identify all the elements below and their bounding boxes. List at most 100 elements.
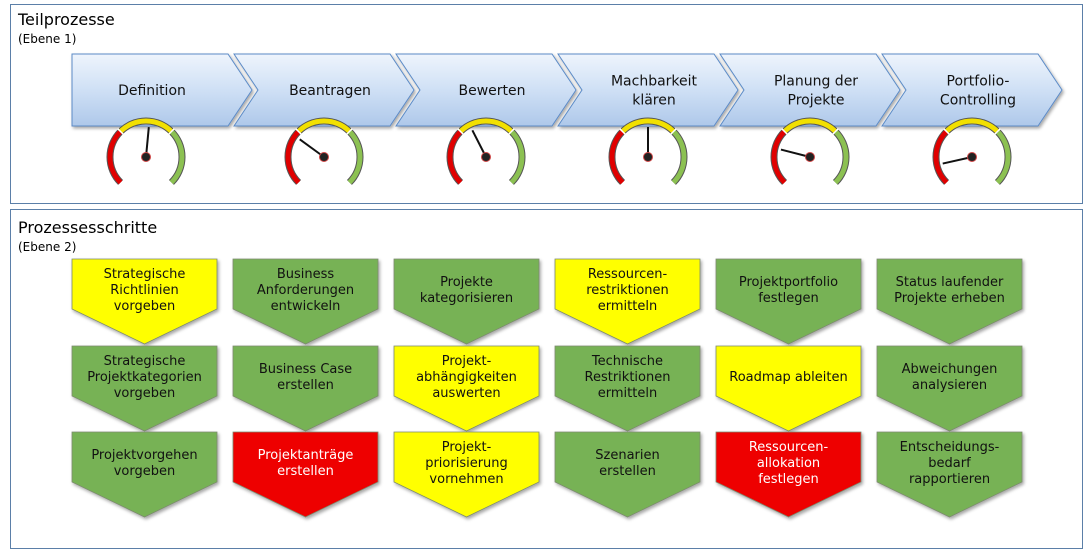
gauge-tick xyxy=(832,128,839,135)
step-shape xyxy=(715,345,862,432)
chevron-shape xyxy=(395,53,577,127)
step-label: Roadmap ableiten xyxy=(729,370,847,385)
gauge-tick xyxy=(781,128,788,135)
step-shape xyxy=(715,258,862,345)
phase-label: Planung der xyxy=(774,74,858,90)
step-label: Projekt- xyxy=(442,354,492,369)
step-label: ermitteln xyxy=(598,386,657,401)
gauge-tick xyxy=(295,128,302,135)
phase-chevron: Beantragen xyxy=(233,53,415,127)
step-label: analysieren xyxy=(912,378,987,393)
step-shape xyxy=(393,345,540,432)
step-shape xyxy=(393,258,540,345)
gauge-segment xyxy=(771,129,787,185)
step-label: restriktionen xyxy=(586,283,669,298)
step-label: vorgeben xyxy=(114,464,176,479)
step-shape xyxy=(715,431,862,518)
step-label: Richtlinien xyxy=(110,283,178,298)
gauge-hub xyxy=(643,152,653,162)
phase-label: Definition xyxy=(118,83,186,99)
gauge-icon xyxy=(446,117,526,185)
step-shape xyxy=(232,345,379,432)
gauge-segment xyxy=(995,129,1011,185)
step-label: Status laufender xyxy=(896,275,1004,290)
gauge-segment xyxy=(782,118,838,134)
section-subtitle: (Ebene 2) xyxy=(18,240,77,254)
gauge-hub xyxy=(141,152,151,162)
step-label: Projekt- xyxy=(442,440,492,455)
step-label: entwickeln xyxy=(271,299,341,314)
gauge-segment xyxy=(509,129,525,185)
chevron-shape xyxy=(557,53,739,127)
step-label: priorisierung xyxy=(425,456,508,471)
gauge-icon xyxy=(608,117,688,185)
step-shape xyxy=(71,431,218,518)
step-label: allokation xyxy=(757,456,820,471)
step-shape xyxy=(71,258,218,345)
step-label: Abweichungen xyxy=(902,362,998,377)
phase-chevron: Bewerten xyxy=(395,53,577,127)
gauge-segment xyxy=(347,129,363,185)
gauge-tick xyxy=(670,128,677,135)
step-label: bedarf xyxy=(928,456,971,471)
gauge-segment xyxy=(118,118,174,134)
step-shape xyxy=(554,431,701,518)
step-label: Projektkategorien xyxy=(87,370,202,385)
gauge-segment xyxy=(933,129,949,185)
step-label: Anforderungen xyxy=(257,283,354,298)
step-label: Ressourcen- xyxy=(749,440,829,455)
phase-label: Bewerten xyxy=(458,83,525,99)
step-label: rapportieren xyxy=(909,472,990,487)
gauge-tick xyxy=(508,128,515,135)
gauge-segment xyxy=(609,129,625,185)
gauge-hub xyxy=(319,152,329,162)
step-shape xyxy=(232,258,379,345)
phase-label: Controlling xyxy=(940,93,1016,109)
phase-label: Machbarkeit xyxy=(611,74,698,90)
step-shape xyxy=(554,345,701,432)
step-label: auswerten xyxy=(432,386,500,401)
gauge-segment xyxy=(620,118,676,134)
gauge-segment xyxy=(458,118,514,134)
gauge-hub xyxy=(805,152,815,162)
step-label: festlegen xyxy=(758,472,819,487)
step-label: Business Case xyxy=(259,362,352,377)
gauge-needle xyxy=(145,127,150,158)
step-label: Projektvorgehen xyxy=(91,448,197,463)
gauge-icon xyxy=(106,117,186,185)
gauge-tick xyxy=(168,128,175,135)
gauge-tick xyxy=(117,128,124,135)
gauge-needle xyxy=(471,129,487,158)
step-shape xyxy=(554,258,701,345)
gauge-segment xyxy=(944,118,1000,134)
gauge-icon xyxy=(284,117,364,185)
chevron-shape xyxy=(881,53,1063,127)
gauge-hub xyxy=(967,152,977,162)
gauge-icon xyxy=(932,117,1012,185)
phase-label: Beantragen xyxy=(289,83,371,99)
step-label: Projektportfolio xyxy=(739,275,838,290)
step-label: Technische xyxy=(591,354,663,369)
step-shape xyxy=(393,431,540,518)
section-title: Prozessesschritte xyxy=(18,218,158,237)
step-label: vorgeben xyxy=(114,386,176,401)
gauge-tick xyxy=(457,128,464,135)
chevron-shape xyxy=(719,53,901,127)
gauge-tick xyxy=(943,128,950,135)
phase-label: Portfolio- xyxy=(947,74,1010,90)
gauge-segment xyxy=(833,129,849,185)
gauge-hub xyxy=(481,152,491,162)
chevron-shape xyxy=(233,53,415,127)
